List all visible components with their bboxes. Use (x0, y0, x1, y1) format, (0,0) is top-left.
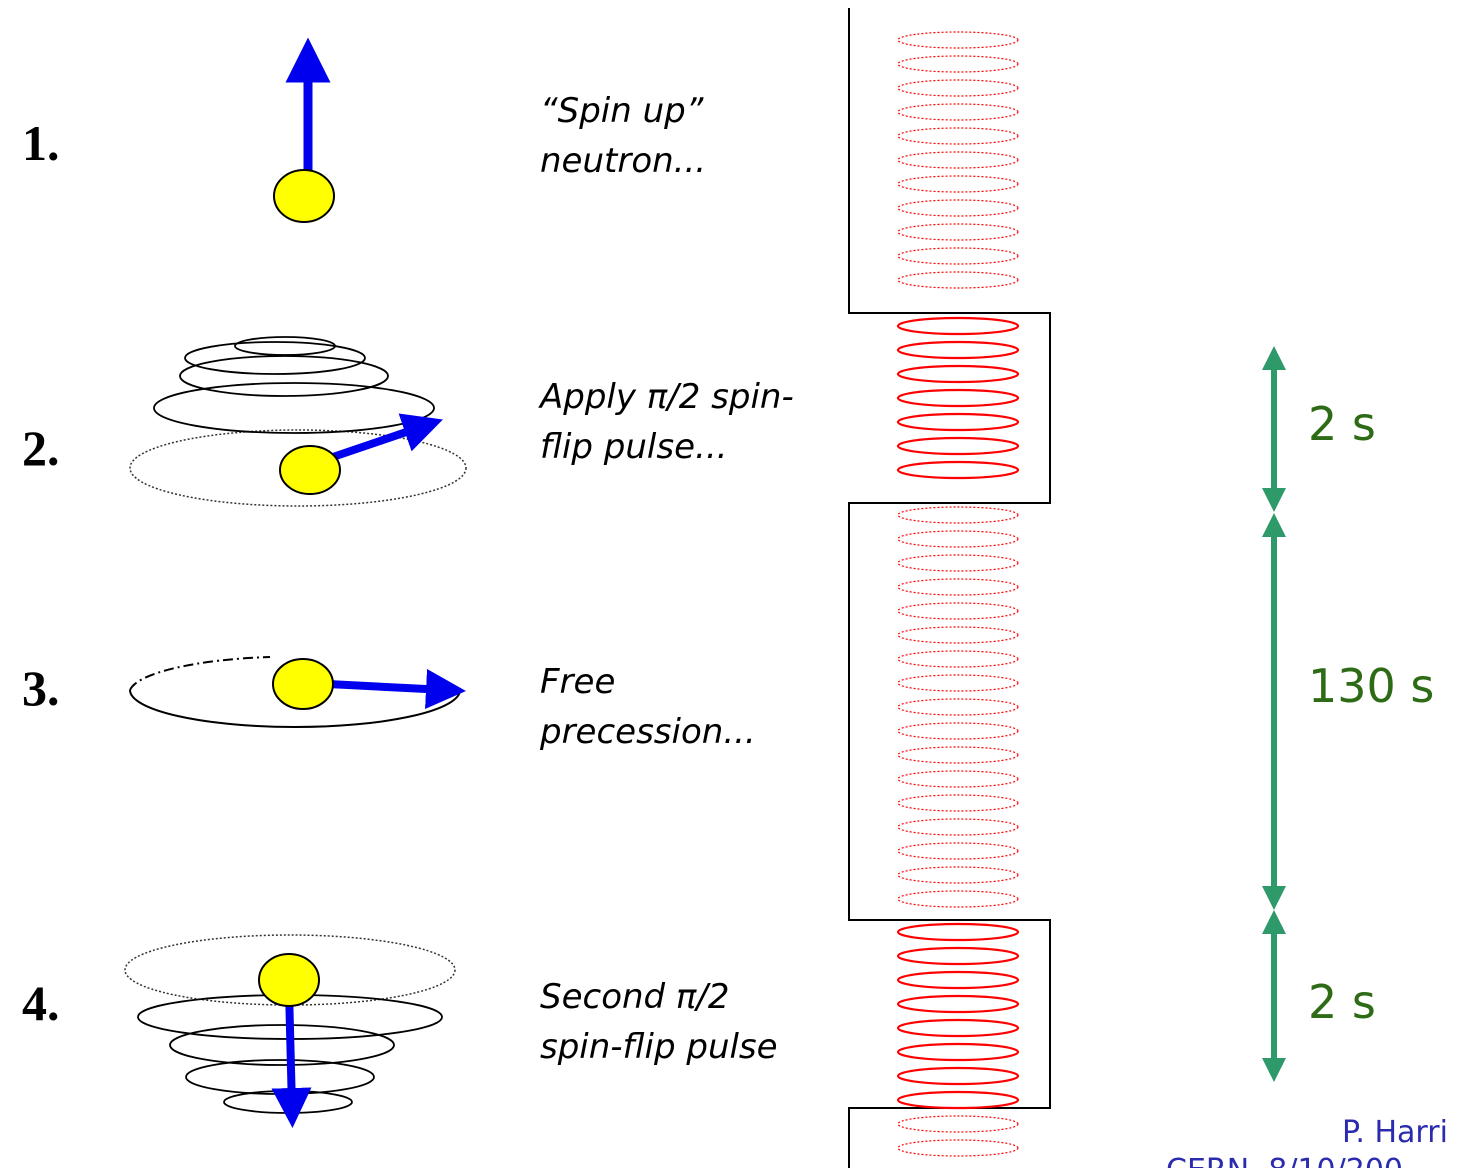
rf-coil-idle (897, 722, 1019, 740)
credit-author: P. Harri (1342, 1115, 1448, 1150)
duration-label-1: 2 s (1308, 397, 1376, 451)
duration-label-3: 2 s (1308, 975, 1376, 1029)
rf-coil-active (896, 1090, 1020, 1110)
rf-coil-idle (897, 674, 1019, 692)
rf-coil-active (896, 1042, 1020, 1062)
rf-coil-idle (897, 506, 1019, 524)
rf-coil-active (896, 364, 1020, 384)
rf-coil-idle (897, 554, 1019, 572)
credit-venue: CERN, 8/10/200 (1166, 1153, 1403, 1168)
rf-coil-active (896, 1018, 1020, 1038)
neutron-ball (279, 445, 341, 495)
rf-coil-idle (897, 1139, 1019, 1157)
step-3-text-line1: Free (540, 662, 615, 702)
rf-coil-idle (897, 746, 1019, 764)
rf-coil-idle (897, 271, 1019, 289)
neutron-ball (258, 953, 320, 1007)
rf-coil-idle (897, 79, 1019, 97)
step-3-text-line2: precession... (539, 712, 756, 752)
rf-coil-idle (897, 818, 1019, 836)
rf-coil-idle (897, 247, 1019, 265)
rf-gate-square-wave (848, 8, 1051, 1168)
rf-coil-active (896, 316, 1020, 336)
step-1-text-line2: neutron... (540, 141, 706, 181)
rf-coil-idle (897, 103, 1019, 121)
step-number-2: 2. (22, 420, 60, 476)
spin-arrow-tilted (328, 413, 443, 462)
rf-coil-idle (897, 626, 1019, 644)
rf-coil-idle (897, 842, 1019, 860)
step-number-3: 3. (22, 660, 60, 716)
rf-coil-idle (897, 698, 1019, 716)
neutron-ball (273, 169, 335, 223)
spin-flip-spiral-illustration (129, 336, 467, 507)
rf-coil-idle (897, 223, 1019, 241)
rf-coil-active (896, 340, 1020, 360)
step-1-text-line1: “Spin up” (540, 91, 704, 131)
step-4-text-line1: Second π/2 (540, 977, 730, 1017)
step-2-text-line2: flip pulse... (540, 427, 727, 467)
rf-coil-idle (897, 127, 1019, 145)
rf-coil-idle (897, 866, 1019, 884)
step-4-text-line2: spin-flip pulse (540, 1027, 778, 1067)
rf-coil-idle (897, 794, 1019, 812)
rf-coil-active (896, 436, 1020, 456)
rf-oscillation (896, 31, 1020, 1157)
step-number-4: 4. (22, 975, 60, 1031)
rf-coil-idle (897, 650, 1019, 668)
rf-coil-idle (897, 602, 1019, 620)
rf-coil-active (896, 1066, 1020, 1086)
rf-coil-idle (897, 199, 1019, 217)
rf-coil-idle (897, 770, 1019, 788)
rf-coil-active (896, 388, 1020, 408)
neutron-ball (272, 658, 334, 710)
rf-coil-active (896, 970, 1020, 990)
rf-coil-idle (897, 530, 1019, 548)
rf-coil-idle (897, 578, 1019, 596)
second-spin-flip-illustration (124, 934, 456, 1128)
rf-coil-active (896, 922, 1020, 942)
rf-coil-idle (897, 31, 1019, 49)
rf-coil-idle (897, 55, 1019, 73)
rf-coil-active (896, 994, 1020, 1014)
spin-arrow-horizontal (327, 669, 466, 709)
duration-label-2: 130 s (1308, 659, 1434, 713)
rf-coil-idle (897, 1115, 1019, 1133)
rf-coil-idle (897, 175, 1019, 193)
free-precession-illustration (129, 656, 466, 728)
rf-coil-active (896, 460, 1020, 480)
rf-coil-idle (897, 151, 1019, 169)
rf-coil-idle (897, 890, 1019, 908)
spin-up-neutron-illustration (273, 37, 335, 223)
spin-arrow-down (271, 989, 312, 1128)
step-2-text-line1: Apply π/2 spin- (538, 377, 794, 417)
rf-coil-active (896, 946, 1020, 966)
rf-coil-active (896, 412, 1020, 432)
step-number-1: 1. (22, 115, 60, 171)
